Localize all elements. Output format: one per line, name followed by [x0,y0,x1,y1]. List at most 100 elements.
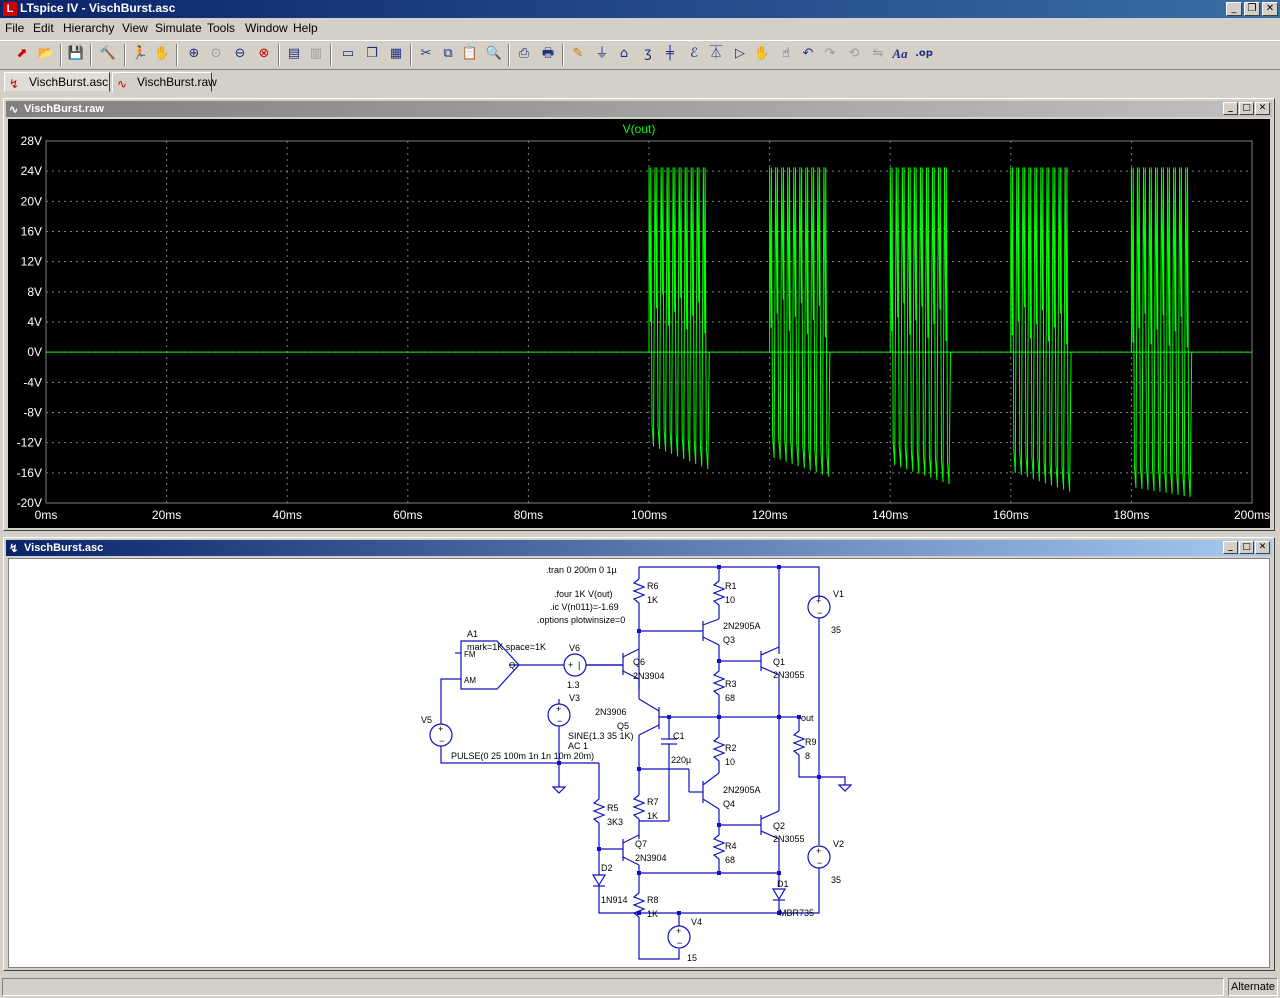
d2-name[interactable]: D2 [601,863,613,873]
r2-name[interactable]: R2 [725,743,737,753]
r9-value[interactable]: 8 [805,751,810,761]
q5-name[interactable]: Q5 [617,721,629,731]
r1-name[interactable]: R1 [725,581,737,591]
r9-name[interactable]: R9 [805,737,817,747]
menu-simulate[interactable]: Simulate [155,21,202,35]
waveform-chart[interactable]: V(out) 28V24V20V16V12V8V4V0V-4V-8V-12V-1… [8,119,1270,528]
d2-model[interactable]: 1N914 [601,895,628,905]
r3-name[interactable]: R3 [725,679,737,689]
r4-name[interactable]: R4 [725,841,737,851]
r5-name[interactable]: R5 [607,803,619,813]
v2-name[interactable]: V2 [833,839,844,849]
print-icon[interactable]: 🖶 [541,46,555,61]
d1-name[interactable]: D1 [777,879,789,889]
menu-tools[interactable]: Tools [207,21,236,35]
print-setup-icon[interactable]: ⎙ [518,46,530,61]
v6-name[interactable]: V6 [569,643,580,653]
r7-name[interactable]: R7 [647,797,659,807]
waveform-minimize-button[interactable]: _ [1223,102,1238,115]
v2-value[interactable]: 35 [831,875,841,885]
v4-name[interactable]: V4 [691,917,702,927]
c1-name[interactable]: C1 [673,731,685,741]
schematic-minimize-button[interactable]: _ [1223,541,1238,554]
q2-model[interactable]: 2N3055 [773,834,805,844]
cut-icon[interactable]: ✂ [420,46,432,61]
zoom-fit-icon[interactable]: ⊗ [258,46,270,61]
schematic-canvas[interactable]: .tran 0 200m 0 1µ .four 1K V(out) .ic V(… [8,558,1270,968]
cascade-icon[interactable]: ❒ [366,46,378,61]
r6-name[interactable]: R6 [647,581,659,591]
r5-value[interactable]: 3K3 [607,817,623,827]
autorange-icon[interactable]: ▤ [287,46,301,61]
q4-model[interactable]: 2N2905A [723,785,761,795]
v3-name[interactable]: V3 [569,693,580,703]
directive-options[interactable]: .options plotwinsize=0 [537,615,625,625]
find-icon[interactable]: 🔍 [485,46,503,61]
label-icon[interactable]: ⌂ [619,46,629,61]
q1-model[interactable]: 2N3055 [773,670,805,680]
tile-h-icon[interactable]: ▭ [341,46,355,61]
autorange-alt-icon[interactable]: ▥ [309,46,323,61]
maximize-button[interactable]: ❐ [1244,2,1260,16]
close-button[interactable]: ✕ [1262,2,1278,16]
r6-value[interactable]: 1K [647,595,658,605]
r4-value[interactable]: 68 [725,855,735,865]
r7-value[interactable]: 1K [647,811,658,821]
q7-name[interactable]: Q7 [635,839,647,849]
r8-name[interactable]: R8 [647,895,659,905]
component-icon[interactable]: ▷ [735,46,745,61]
mirror-icon[interactable]: ⇋ [872,46,884,61]
r8-value[interactable]: 1K [647,909,658,919]
menu-window[interactable]: Window [245,21,288,35]
q1-name[interactable]: Q1 [773,657,785,667]
directive-four[interactable]: .four 1K V(out) [554,589,613,599]
q3-name[interactable]: Q3 [723,635,735,645]
waveform-maximize-button[interactable]: □ [1239,102,1254,115]
waveform-close-button[interactable]: ✕ [1255,102,1270,115]
menu-view[interactable]: View [122,21,148,35]
schematic-drawing[interactable]: .tran 0 200m 0 1µ .four 1K V(out) .ic V(… [9,559,1269,967]
redo-icon[interactable]: ↷ [824,46,836,61]
tile-v-icon[interactable]: ▦ [389,46,403,61]
capacitor-icon[interactable]: ╪ [666,46,674,61]
open-icon[interactable]: 📂 [37,46,55,61]
save-icon[interactable]: 💾 [67,46,85,61]
c1-value[interactable]: 220µ [671,755,691,765]
menu-file[interactable]: File [5,21,25,35]
q7-model[interactable]: 2N3904 [635,853,667,863]
q6-model[interactable]: 2N3904 [633,671,665,681]
r2-value[interactable]: 10 [725,757,735,767]
q3-model[interactable]: 2N2905A [723,621,761,631]
text-icon[interactable]: Aa [892,46,908,61]
zoom-pan-icon[interactable]: ⊙ [210,46,222,61]
control-panel-icon[interactable]: 🔨 [99,46,117,61]
v3-value[interactable]: SINE(1.3 35 1K) [568,731,634,741]
menu-hierarchy[interactable]: Hierarchy [63,21,115,35]
copy-icon[interactable]: ⧉ [443,46,453,61]
v3-ac[interactable]: AC 1 [568,741,588,751]
q4-name[interactable]: Q4 [723,799,735,809]
zoom-out-icon[interactable]: ⊖ [234,46,246,61]
r3-value[interactable]: 68 [725,693,735,703]
schematic-close-button[interactable]: ✕ [1255,541,1270,554]
a1-params[interactable]: mark=1K space=1K [467,642,546,652]
spice-directive-icon[interactable]: .op [915,48,933,59]
resistor-icon[interactable]: ʒ [644,46,652,61]
q6-name[interactable]: Q6 [633,657,645,667]
menu-help[interactable]: Help [293,21,318,35]
tab-schematic[interactable]: ↯ VischBurst.asc [4,72,110,92]
wire-icon[interactable]: ✎ [572,46,584,61]
run-icon[interactable]: 🏃 [131,46,149,61]
v5-name[interactable]: V5 [421,715,432,725]
directive-ic[interactable]: .ic V(n011)=-1.69 [550,602,619,612]
halt-icon[interactable]: ✋ [153,46,171,61]
v1-value[interactable]: 35 [831,625,841,635]
move-icon[interactable]: ✋ [753,46,771,61]
inductor-icon[interactable]: ℰ [690,46,698,61]
undo-icon[interactable]: ↶ [802,46,814,61]
q5-model[interactable]: 2N3906 [595,707,627,717]
d1-model[interactable]: MBR735 [779,908,814,918]
trace-label[interactable]: V(out) [623,122,656,136]
ground-icon[interactable]: ⏚ [595,46,609,61]
